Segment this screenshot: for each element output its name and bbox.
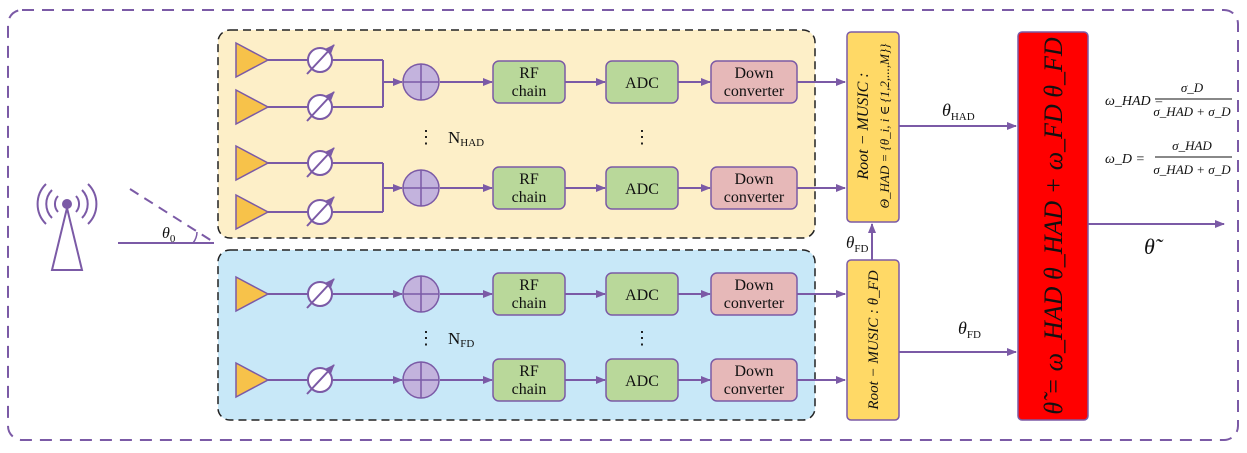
down-converter-label-2: converter (724, 295, 785, 312)
had-vdots-adc: ⋮ (633, 127, 651, 147)
fusion-box (1017, 31, 1089, 421)
rf-chain-label-2: chain (512, 295, 547, 312)
weight-formula-had: ω_HAD = σ_D σ_HAD + σ_D (1105, 80, 1232, 119)
down-converter-label-1: Down (734, 277, 773, 294)
n-had-label: NHAD (448, 128, 484, 149)
amplifier-icon (235, 41, 270, 79)
adc-label: ADC (625, 373, 659, 390)
svg-text:σ_D: σ_D (1181, 80, 1204, 95)
down-converter-label-1: Down (734, 363, 773, 380)
svg-text:ω_HAD =: ω_HAD = (1105, 94, 1164, 109)
root-music-fd-label: Root − MUSIC : θ_FD (866, 270, 882, 410)
had-vdots-combiner: ⋮ (417, 127, 435, 147)
theta0-label: θ0 (162, 225, 176, 245)
n-fd-label: NFD (448, 329, 474, 350)
down-converter-label-2: converter (724, 381, 785, 398)
weight-formula-d: ω_D = σ_HAD σ_HAD + σ_D (1105, 138, 1232, 177)
theta-fd-up-label: θFD (846, 233, 868, 255)
adc-label: ADC (625, 287, 659, 304)
down-converter-label-2: converter (724, 83, 785, 100)
outer-frame (7, 9, 1239, 441)
svg-text:ω_D =: ω_D = (1105, 152, 1145, 167)
svg-text:σ_HAD: σ_HAD (1172, 138, 1212, 153)
adc-label: ADC (625, 181, 659, 198)
phase-shifter-arrow (306, 364, 335, 395)
phase-shifter-arrow (306, 278, 335, 309)
amplifier-icon (235, 193, 270, 231)
root-music-had-title: Root − MUSIC : (855, 72, 872, 180)
rf-chain-label-1: RF (519, 363, 539, 380)
fd-vdots-combiner: ⋮ (417, 328, 435, 348)
phase-shifter-arrow (306, 147, 335, 178)
angle-arc (192, 231, 198, 244)
output-theta-label: θ̃ (1144, 234, 1164, 259)
adc-label: ADC (625, 75, 659, 92)
phase-shifter-arrow (306, 91, 335, 122)
rf-chain-label-2: chain (512, 381, 547, 398)
amplifier-icon (235, 88, 270, 126)
amplifier-icon (235, 275, 270, 313)
rf-chain-label-1: RF (519, 171, 539, 188)
svg-text:σ_HAD + σ_D: σ_HAD + σ_D (1153, 162, 1231, 177)
rf-chain-label-2: chain (512, 189, 547, 206)
tower-icon (36, 183, 98, 271)
down-converter-label-2: converter (724, 189, 785, 206)
theta-fd-label: θFD (958, 318, 981, 341)
down-converter-label-1: Down (734, 171, 773, 188)
rf-chain-label-1: RF (519, 65, 539, 82)
root-music-had-set: Θ_HAD = {θ_i, i ∈ {1,2,...,M}} (877, 43, 892, 209)
rf-chain-label-1: RF (519, 277, 539, 294)
svg-text:σ_HAD + σ_D: σ_HAD + σ_D (1153, 104, 1231, 119)
fusion-equation: θ̃ = ω_HAD θ_HAD + ω_FD θ_FD (1039, 37, 1068, 415)
amplifier-icon (235, 144, 270, 182)
amplifier-icon (235, 361, 270, 399)
theta-had-label: θHAD (942, 100, 975, 123)
fd-vdots-adc: ⋮ (633, 328, 651, 348)
phase-shifter-arrow (306, 196, 335, 227)
rf-chain-label-2: chain (512, 83, 547, 100)
phase-shifter-arrow (306, 44, 335, 75)
down-converter-label-1: Down (734, 65, 773, 82)
